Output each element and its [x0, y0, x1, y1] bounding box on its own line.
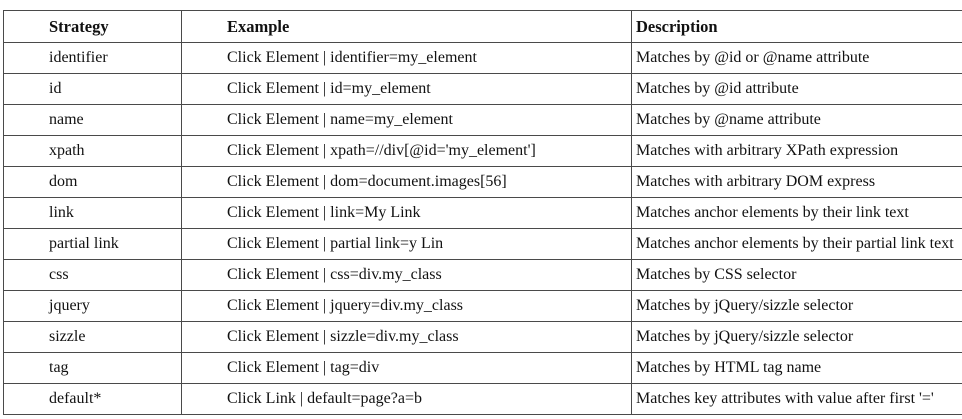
header-description-text: Description [636, 16, 718, 36]
table-row: css Click Element | css=div.my_class Mat… [3, 259, 962, 291]
table-row: link Click Element | link=My Link Matche… [3, 197, 962, 229]
table-header-row: Strategy Example Description [3, 10, 962, 43]
description-cell: Matches with arbitrary XPath expression [631, 135, 962, 167]
header-description: Description [631, 10, 962, 43]
strategy-cell: link [3, 197, 182, 229]
description-text: Matches by jQuery/sizzle selector [636, 328, 854, 345]
table-row: jquery Click Element | jquery=div.my_cla… [3, 290, 962, 322]
header-example: Example [181, 10, 632, 43]
example-cell: Click Element | name=my_element [181, 104, 632, 136]
strategy-cell: sizzle [3, 321, 182, 353]
example-cell: Click Element | link=My Link [181, 197, 632, 229]
table-row: id Click Element | id=my_element Matches… [3, 73, 962, 105]
table-row: tag Click Element | tag=div Matches by H… [3, 352, 962, 384]
description-cell: Matches with arbitrary DOM express [631, 166, 962, 198]
strategy-cell: tag [3, 352, 182, 384]
table-row: identifier Click Element | identifier=my… [3, 42, 962, 74]
description-cell: Matches by HTML tag name [631, 352, 962, 384]
description-text: Matches with arbitrary XPath expression [636, 142, 899, 159]
description-cell: Matches by jQuery/sizzle selector [631, 321, 962, 353]
example-cell: Click Link | default=page?a=b [181, 383, 632, 415]
description-cell: Matches by CSS selector [631, 259, 962, 291]
strategy-cell: identifier [3, 42, 182, 74]
strategy-cell: id [3, 73, 182, 105]
locator-strategy-table: Strategy Example Description identifier … [3, 10, 962, 415]
table-row: partial link Click Element | partial lin… [3, 228, 962, 260]
description-text: Matches by CSS selector [636, 266, 797, 283]
strategy-cell: dom [3, 166, 182, 198]
description-cell: Matches anchor elements by their link te… [631, 197, 962, 229]
example-cell: Click Element | jquery=div.my_class [181, 290, 632, 322]
description-text: Matches key attributes with value after … [636, 390, 934, 407]
description-text: Matches by @id or @name attribute [636, 49, 870, 66]
strategy-cell: name [3, 104, 182, 136]
description-cell: Matches by @id attribute [631, 73, 962, 105]
example-cell: Click Element | sizzle=div.my_class [181, 321, 632, 353]
example-cell: Click Element | css=div.my_class [181, 259, 632, 291]
description-text: Matches anchor elements by their link te… [636, 204, 909, 221]
description-cell: Matches by @name attribute [631, 104, 962, 136]
table-row: sizzle Click Element | sizzle=div.my_cla… [3, 321, 962, 353]
header-strategy: Strategy [3, 10, 182, 43]
description-text: Matches by jQuery/sizzle selector [636, 297, 854, 314]
description-text: Matches by @name attribute [636, 111, 821, 128]
strategy-cell: css [3, 259, 182, 291]
description-cell: Matches by @id or @name attribute [631, 42, 962, 74]
strategy-cell: default* [3, 383, 182, 415]
example-cell: Click Element | xpath=//div[@id='my_elem… [181, 135, 632, 167]
example-cell: Click Element | identifier=my_element [181, 42, 632, 74]
example-cell: Click Element | tag=div [181, 352, 632, 384]
description-text: Matches by HTML tag name [636, 359, 822, 376]
table-row: dom Click Element | dom=document.images[… [3, 166, 962, 198]
table-row: name Click Element | name=my_element Mat… [3, 104, 962, 136]
example-cell: Click Element | partial link=y Lin [181, 228, 632, 260]
example-cell: Click Element | dom=document.images[56] [181, 166, 632, 198]
description-cell: Matches key attributes with value after … [631, 383, 962, 415]
description-cell: Matches by jQuery/sizzle selector [631, 290, 962, 322]
table-row: xpath Click Element | xpath=//div[@id='m… [3, 135, 962, 167]
table-row: default* Click Link | default=page?a=b M… [3, 383, 962, 415]
description-cell: Matches anchor elements by their partial… [631, 228, 962, 260]
strategy-cell: xpath [3, 135, 182, 167]
description-text: Matches anchor elements by their partial… [636, 235, 954, 252]
description-text: Matches by @id attribute [636, 80, 799, 97]
locator-strategy-table-container: Strategy Example Description identifier … [3, 10, 962, 415]
example-cell: Click Element | id=my_element [181, 73, 632, 105]
strategy-cell: jquery [3, 290, 182, 322]
description-text: Matches with arbitrary DOM express [636, 173, 876, 190]
strategy-cell: partial link [3, 228, 182, 260]
